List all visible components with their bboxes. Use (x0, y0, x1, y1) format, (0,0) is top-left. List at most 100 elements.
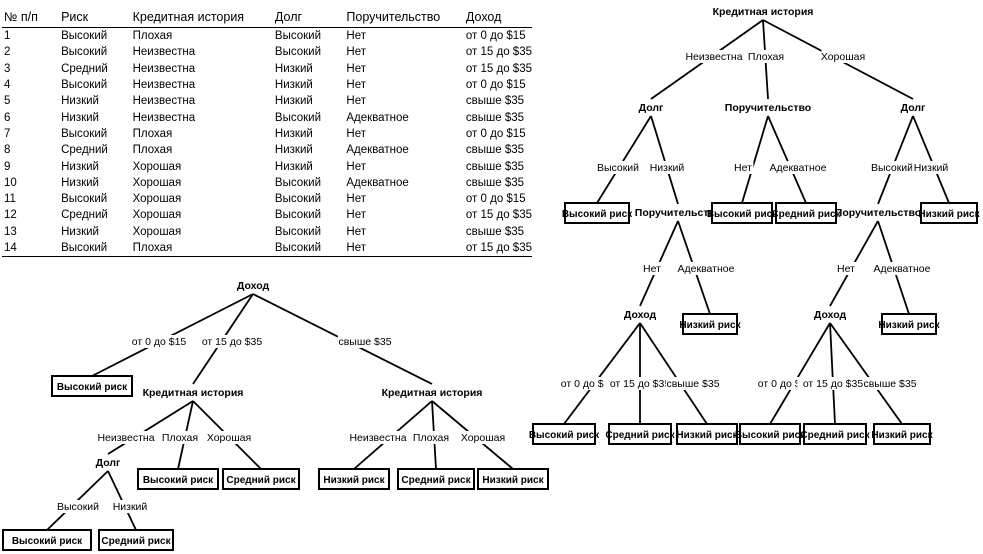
tree-node: Кредитная история (713, 6, 814, 18)
table-cell: Нет (346, 193, 366, 206)
leaf-label: Низкий риск (323, 475, 385, 486)
table-cell: Высокий (274, 209, 321, 222)
table-cell: Неизвестна (132, 111, 196, 124)
table-cell: 11 (4, 193, 16, 206)
leaf-box-border (711, 202, 773, 224)
edge-label-bg (337, 335, 393, 348)
table-cell: Хорошая (132, 209, 182, 222)
edge-label-bg (648, 161, 686, 174)
table-cell: Высокий (272, 239, 345, 258)
edge-label-bg (596, 161, 640, 174)
table-cell: свыше $35 (465, 95, 525, 108)
table-cell: Средний (61, 62, 108, 75)
table-cell: Низкий (274, 95, 313, 108)
tree-node: Поручительство (835, 207, 921, 219)
tree-edge (912, 115, 950, 204)
edge-label: Нет (734, 162, 752, 174)
table-cell: Нет (346, 30, 366, 43)
leaf-risk-box: Низкий риск (679, 313, 742, 335)
table-cell: Высокий (61, 127, 108, 140)
table-cell: 13 (4, 225, 17, 238)
edge-label-bg (56, 500, 100, 513)
table-cell: 10 (4, 176, 17, 189)
leaf-label: Средний риск (800, 430, 870, 441)
table-cell: Хорошая (132, 225, 182, 238)
table-cell: от 15 до $35 (465, 209, 532, 222)
edge-label: Хорошая (207, 432, 251, 444)
tree-edge (107, 400, 194, 455)
table-cell: свыше $35 (465, 160, 525, 173)
table-cell: 6 (4, 111, 11, 124)
tree-node: Доход (237, 280, 270, 292)
tree-edge (877, 115, 914, 205)
edge-label: от 15 до $35 (610, 378, 670, 390)
tree-edge (741, 115, 769, 204)
leaf-risk-box: Средний риск (222, 468, 300, 490)
table-cell: Нет (346, 79, 366, 92)
table-cell: Нет (346, 62, 366, 75)
edge-label: Высокий (597, 162, 639, 174)
table-cell: свыше $35 (465, 176, 525, 189)
edge-label: свыше $35 (338, 336, 391, 348)
table-cell: Низкий (274, 79, 313, 92)
leaf-label: Низкий риск (878, 320, 940, 331)
table-cell: Плохая (132, 30, 173, 43)
edge-label: от 0 до $15 (132, 336, 187, 348)
edge-label: Высокий (871, 162, 913, 174)
edge-label-bg (207, 431, 251, 444)
edge-label-bg (676, 262, 736, 275)
leaf-risk-box: Низкий риск (878, 313, 941, 335)
table-cell: Хорошая (132, 193, 182, 206)
edge-label-bg (912, 161, 950, 174)
leaf-label: Высокий риск (562, 209, 633, 220)
edge-label: от 0 до $15 (561, 378, 616, 390)
tree-node: Долг (96, 457, 121, 469)
table-cell: 4 (4, 79, 11, 92)
leaf-label: Средний риск (226, 475, 296, 486)
edge-label-bg (161, 431, 199, 444)
table-cell: Неизвестна (132, 62, 196, 75)
leaf-box-border (803, 423, 867, 445)
table-cell: от 0 до $15 (465, 79, 526, 92)
tree-edge (639, 322, 708, 425)
leaf-label: Высокий риск (57, 382, 128, 393)
leaf-box-border (532, 423, 596, 445)
edge-label-bg (768, 161, 828, 174)
table-header-row: № п/п Риск Кредитная история Долг Поручи… (2, 8, 532, 28)
table-cell: 2 (4, 46, 11, 59)
table-cell: Низкий (61, 176, 99, 189)
table-cell: Низкий (61, 160, 99, 173)
table-cell: от 0 до $15 (465, 193, 526, 206)
leaf-risk-box: Высокий риск (735, 423, 806, 445)
tree-edge (829, 322, 836, 425)
edge-label: Хорошая (461, 432, 505, 444)
table-cell: Адекватное (346, 176, 409, 189)
tree-edge (563, 322, 641, 425)
leaf-label: Низкий риск (918, 209, 980, 220)
edge-label-bg (684, 50, 744, 63)
edge-label: Хорошая (821, 51, 865, 63)
leaf-risk-box: Средний риск (98, 529, 174, 551)
tree-edge (650, 115, 679, 205)
edge-label: Плохая (162, 432, 198, 444)
leaf-box-border (137, 468, 219, 490)
table-cell: 12 (4, 209, 17, 222)
tree-node: Поручительство (635, 207, 721, 219)
tree-node: Кредитная история (143, 387, 244, 399)
edge-label: Низкий (650, 162, 685, 174)
edge-label-bg (870, 161, 914, 174)
edge-label-bg (348, 431, 408, 444)
edge-label: Нет (837, 263, 855, 275)
edge-label-bg (126, 335, 192, 348)
table-cell: Плохая (132, 144, 173, 157)
edge-label: Неизвестна (349, 432, 406, 444)
table-cell: Низкий (274, 62, 313, 75)
table-cell: Высокий (61, 79, 108, 92)
leaf-label: Низкий риск (871, 430, 933, 441)
column-header-risk: Риск (59, 8, 131, 28)
leaf-label: Средний риск (605, 430, 675, 441)
